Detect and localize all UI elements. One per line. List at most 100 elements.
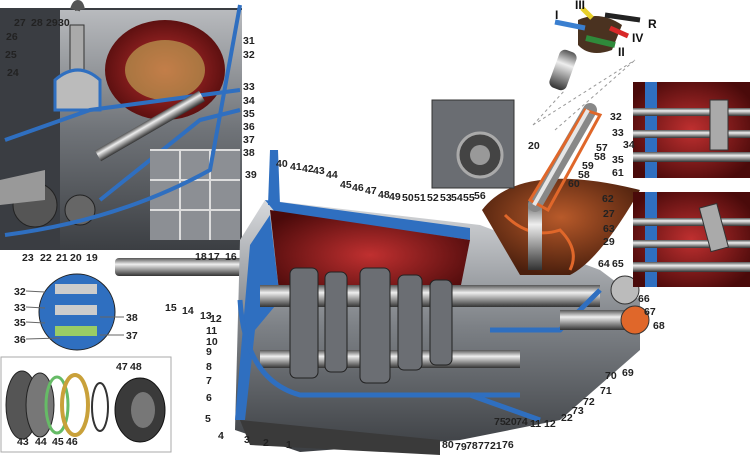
part-number-label: 65 xyxy=(612,258,624,270)
part-number-label: 11 xyxy=(530,418,542,430)
part-number-label: 80 xyxy=(442,439,454,451)
interlock-inset-bottom xyxy=(633,192,750,287)
part-number-label: 37 xyxy=(126,330,138,342)
part-number-label: 44 xyxy=(35,436,47,448)
part-number-label: 1 xyxy=(286,439,292,451)
part-number-label: 30 xyxy=(58,17,70,29)
part-number-label: 20 xyxy=(70,252,82,264)
part-number-label: 32 xyxy=(14,286,26,298)
part-number-label: 8 xyxy=(206,361,212,373)
part-number-label: 70 xyxy=(605,370,617,382)
part-number-label: 35 xyxy=(14,317,26,329)
part-number-label: 33 xyxy=(612,127,624,139)
gear-iii-arrow xyxy=(580,6,594,20)
part-number-label: 77 xyxy=(478,440,490,452)
part-number-label: 29 xyxy=(603,236,615,248)
part-number-label: 9 xyxy=(206,346,212,358)
part-number-label: 76 xyxy=(502,439,514,451)
part-number-label: 45 xyxy=(340,179,352,191)
part-number-label: 32 xyxy=(243,49,255,61)
part-number-label: 42 xyxy=(302,163,314,175)
part-number-label: 19 xyxy=(86,252,98,264)
part-number-label: 4 xyxy=(218,430,224,442)
part-number-label: 7 xyxy=(206,375,212,387)
part-number-label: 38 xyxy=(243,147,255,159)
part-number-label: 78 xyxy=(466,440,478,452)
part-number-label: 34 xyxy=(243,95,255,107)
part-number-label: 59 xyxy=(582,160,594,172)
part-number-label: 68 xyxy=(653,320,665,332)
part-number-label: 79 xyxy=(455,441,467,453)
part-number-label: 14 xyxy=(182,305,194,317)
part-number-label: 51 xyxy=(414,192,426,204)
part-number-label: 74 xyxy=(516,416,528,428)
gear-position-label: R xyxy=(648,17,657,31)
part-number-label: 63 xyxy=(603,223,615,235)
synchronizer-inset xyxy=(0,356,172,453)
part-number-label: 67 xyxy=(644,306,656,318)
part-number-label: 38 xyxy=(126,312,138,324)
part-number-label: 21 xyxy=(56,252,68,264)
part-number-label: 33 xyxy=(243,81,255,93)
gear-lever xyxy=(482,103,640,275)
part-number-label: 21 xyxy=(490,440,502,452)
shift-mechanism-inset xyxy=(0,0,242,250)
part-number-label: 36 xyxy=(14,334,26,346)
part-number-label: 49 xyxy=(389,191,401,203)
part-number-label: 48 xyxy=(130,361,142,373)
part-number-label: 24 xyxy=(7,67,19,79)
input-shaft xyxy=(115,258,275,276)
part-number-label: 22 xyxy=(40,252,52,264)
part-number-label: 47 xyxy=(365,185,377,197)
part-number-label: 64 xyxy=(598,258,610,270)
part-number-label: 5 xyxy=(205,413,211,425)
gear-position-label: II xyxy=(618,45,625,59)
part-number-label: 17 xyxy=(208,251,220,263)
part-number-label: 45 xyxy=(52,436,64,448)
part-number-label: 18 xyxy=(195,251,207,263)
part-number-label: 69 xyxy=(622,367,634,379)
gear-r-arrow xyxy=(604,12,641,23)
part-number-label: 56 xyxy=(474,190,486,202)
gear-position-label: III xyxy=(575,0,586,12)
part-number-label: 43 xyxy=(313,165,325,177)
part-number-label: 22 xyxy=(561,412,573,424)
gear-iv-arrow xyxy=(608,25,630,39)
part-number-label: 25 xyxy=(5,49,17,61)
detent-inset xyxy=(25,273,124,351)
part-number-label: 29 xyxy=(46,17,58,29)
part-number-label: 46 xyxy=(352,182,364,194)
part-number-label: 35 xyxy=(612,154,624,166)
part-number-label: 10 xyxy=(206,336,218,348)
part-number-label: 44 xyxy=(326,169,338,181)
part-number-label: 40 xyxy=(276,158,288,170)
part-number-label: 36 xyxy=(243,121,255,133)
part-number-label: 41 xyxy=(290,161,302,173)
part-number-label: 75 xyxy=(494,416,506,428)
part-number-label: 39 xyxy=(245,169,257,181)
part-number-label: 33 xyxy=(14,302,26,314)
part-number-label: 26 xyxy=(6,31,18,43)
part-number-label: 53 xyxy=(440,192,452,204)
gear-ii-arrow xyxy=(585,35,616,48)
part-number-label: 28 xyxy=(31,17,43,29)
part-number-label: 6 xyxy=(206,392,212,404)
shift-detail-inset xyxy=(431,99,515,189)
part-number-label: 71 xyxy=(600,385,612,397)
gearbox-main-body xyxy=(115,150,650,455)
part-number-label: 20 xyxy=(528,140,540,152)
part-number-label: 2 xyxy=(263,437,269,449)
part-number-label: 31 xyxy=(243,35,255,47)
part-number-label: 35 xyxy=(243,108,255,120)
part-number-label: 58 xyxy=(594,151,606,163)
part-number-label: 48 xyxy=(378,189,390,201)
gear-i-arrow xyxy=(554,19,586,31)
part-number-label: 62 xyxy=(602,193,614,205)
part-number-label: 27 xyxy=(14,17,26,29)
part-number-label: 13 xyxy=(200,310,212,322)
gear-position-label: IV xyxy=(632,31,644,45)
part-number-label: 57 xyxy=(596,142,608,154)
part-number-label: 16 xyxy=(225,251,237,263)
